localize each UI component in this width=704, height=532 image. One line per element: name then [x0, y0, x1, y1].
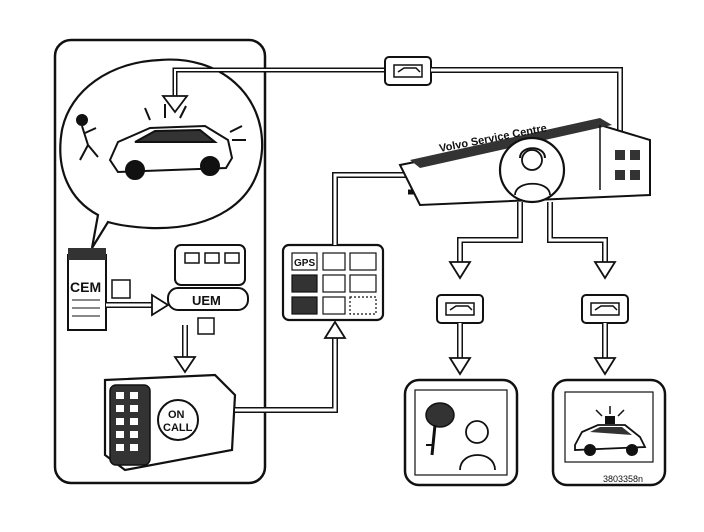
call-centre-operator-icon — [498, 136, 566, 204]
cem-label: CEM — [70, 279, 101, 295]
key-car-icon — [425, 402, 455, 456]
right-signal-packet — [581, 294, 629, 324]
on-call-unit: ON CALL — [103, 373, 237, 472]
police-car-icon — [574, 406, 647, 456]
thief-running-icon — [76, 114, 99, 161]
left-signal-packet — [436, 294, 484, 324]
call-label: CALL — [163, 422, 193, 434]
top-signal-packet — [384, 56, 432, 86]
uem-label: UEM — [192, 293, 221, 308]
figure-id: 3803358n — [603, 474, 643, 484]
alarm-scene-bubble — [59, 58, 400, 249]
gps-label: GPS — [294, 258, 315, 269]
owner-phone-icon — [459, 420, 496, 471]
cem-module: CEM — [67, 248, 107, 331]
on-label: ON — [168, 409, 185, 421]
uem-module: UEM — [167, 244, 249, 311]
signal-packet-icon — [111, 279, 131, 299]
signal-packet-icon-2 — [197, 317, 215, 335]
police-notification-panel — [551, 378, 667, 487]
alarm-car-icon — [108, 104, 246, 180]
owner-notification-panel — [403, 378, 519, 487]
gps-data-panel: GPS — [281, 243, 385, 322]
